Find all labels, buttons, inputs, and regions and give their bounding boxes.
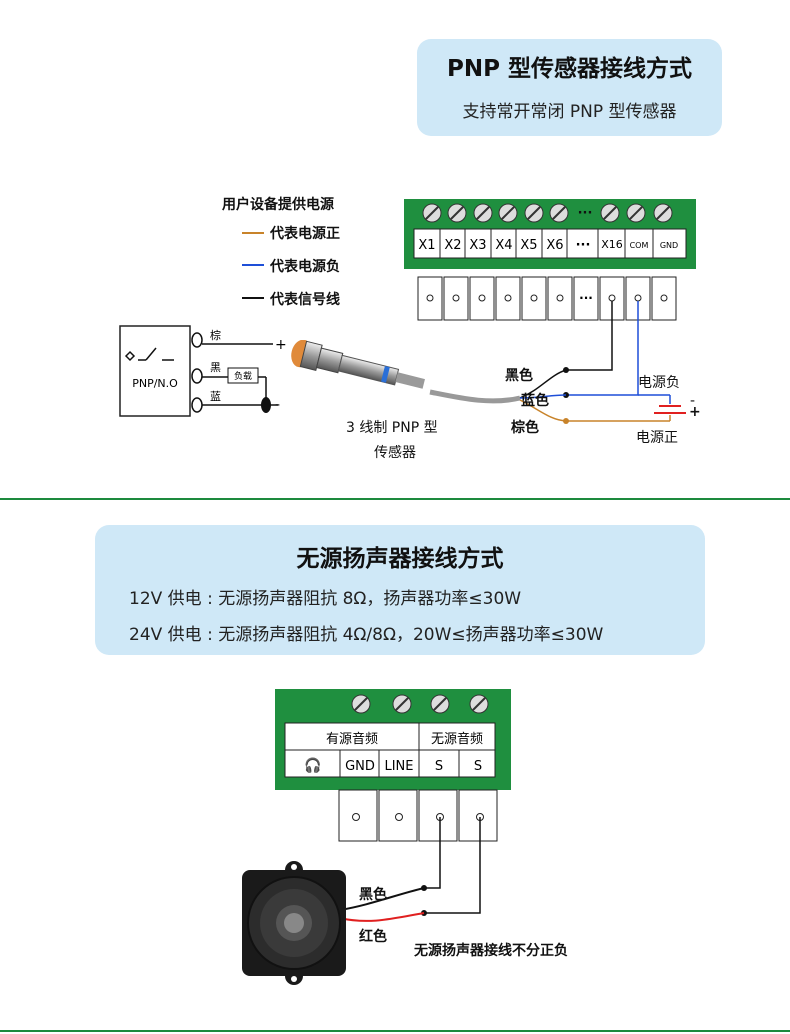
terminal-s-2: S [474,759,482,774]
speaker-terminal-board: 有源音频 无源音频 🎧 GND LINE S S [275,689,511,842]
sensor-caption-1: 3 线制 PNP 型 [346,420,438,436]
terminal-label-x6: X6 [546,238,563,253]
battery-minus: - [690,393,696,409]
screw-icon [626,203,646,223]
speaker-wire-black: 黑色 [359,887,387,903]
section-separator-1 [0,498,790,500]
wire-black-color: 黑色 [505,368,533,384]
screw-icon [430,694,450,714]
screw-icon [473,203,493,223]
terminal-label-x5: X5 [520,238,537,253]
speaker-image [242,861,346,985]
terminal-label-x16: X16 [601,238,623,251]
screw-icon [600,203,620,223]
terminal-label-x2: X2 [444,238,461,253]
terminal-line: LINE [384,759,413,774]
speaker-info-box: 无源扬声器接线方式 12V 供电 : 无源扬声器阻抗 8Ω，扬声器功率≤30W … [95,525,705,655]
pnp-subtitle: 支持常开常闭 PNP 型传感器 [462,102,677,122]
sensor-caption-2: 传感器 [374,445,416,461]
pnp-schematic: PNP/N.O 负载 棕 黑 蓝 + - [119,325,287,417]
headphone-icon: 🎧 [304,757,321,774]
screw-icon [469,694,489,714]
legend-brown-label: 代表电源正 [270,226,340,242]
pnp-title: PNP 型传感器接线方式 [447,56,692,82]
load-label: 负载 [234,370,252,382]
schematic-label: PNP/N.O [132,377,178,390]
screw-ellipsis: ··· [578,206,593,221]
terminal-label-x4: X4 [495,238,512,253]
screw-icon [422,203,442,223]
screw-icon [392,694,412,714]
pnp-info-box: PNP 型传感器接线方式 支持常开常闭 PNP 型传感器 [417,39,722,136]
wire-brown-color: 棕色 [511,420,539,436]
group-passive-audio: 无源音频 [431,731,483,747]
wire-brown-label: 棕 [210,328,221,342]
group-active-audio: 有源音频 [326,731,378,747]
legend-black-line [242,297,264,299]
speaker-line-1: 12V 供电 : 无源扬声器阻抗 8Ω，扬声器功率≤30W [129,589,522,609]
screw-row: ··· [422,203,673,223]
legend-brown-line [242,232,264,234]
wire-black-label: 黑 [210,361,221,374]
battery-plus: + [689,404,701,420]
power-positive-label: 电源正 [636,430,678,446]
minus-label: - [275,397,280,413]
speaker-title: 无源扬声器接线方式 [296,546,504,572]
plus-label: + [275,337,287,353]
screw-icon [447,203,467,223]
pnp-wiring [429,301,686,424]
speaker-line-2: 24V 供电 : 无源扬声器阻抗 4Ω/8Ω，20W≤扬声器功率≤30W [129,625,604,645]
wire-blue-color: 蓝色 [521,393,549,409]
legend-blue-line [242,264,264,266]
wire-blue-label: 蓝 [210,390,221,403]
screw-icon [549,203,569,223]
terminal-label-x1: X1 [418,238,435,253]
terminal-label-com: COM [630,241,649,250]
screw-icon [524,203,544,223]
screw-icon [351,694,371,714]
terminal-gnd: GND [345,759,375,774]
pnp-sensor-image [291,340,425,389]
legend-title: 用户设备提供电源 [222,197,334,213]
screw-row [351,694,489,714]
pnp-terminal-board: ··· X1 X2 X3 X4 X5 X6 ··· X16 COM GND ··… [404,199,696,321]
connector-ellipsis: ··· [579,291,593,305]
screw-icon [653,203,673,223]
speaker-wire-red: 红色 [359,929,387,945]
screw-icon [498,203,518,223]
legend-blue-label: 代表电源负 [270,259,340,275]
terminal-s-1: S [435,759,443,774]
terminal-label-ellipsis: ··· [576,238,591,253]
terminal-label-gnd: GND [660,241,678,250]
power-negative-label: 电源负 [638,375,680,391]
terminal-label-x3: X3 [469,238,486,253]
speaker-note: 无源扬声器接线不分正负 [414,943,568,959]
section-separator-2 [0,1030,790,1032]
legend-black-label: 代表信号线 [270,292,340,308]
